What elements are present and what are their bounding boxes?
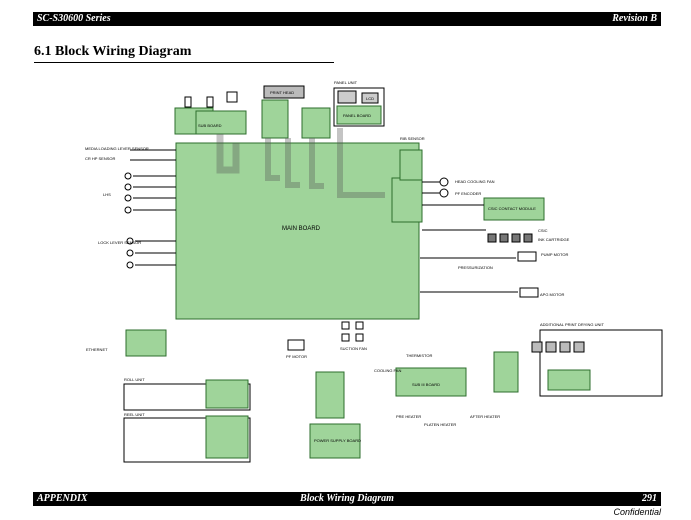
header-bar: SC-S30600 Series Revision B <box>33 12 661 26</box>
header-revision: Revision B <box>612 13 657 24</box>
platen-heater-label: PLATEN HEATER <box>424 422 456 427</box>
dryer-unit-label: ADDITIONAL PRINT DRYING UNIT <box>540 322 604 327</box>
print-head-label: PRINT HEAD <box>270 90 294 95</box>
pre-heater-label: PRE HEATER <box>396 414 421 419</box>
pump-motor-label: PUMP MOTOR <box>541 252 569 257</box>
footer-left: APPENDIX <box>37 493 88 504</box>
thermistor-label: THERMISTOR <box>406 353 432 358</box>
svg-text:CSIC CONTACT MODULE: CSIC CONTACT MODULE <box>488 206 536 211</box>
ink-cartridge-label: INK CARTRIDGE <box>538 237 570 242</box>
footer-bar: APPENDIX Block Wiring Diagram 291 <box>33 492 661 506</box>
title-rule <box>34 62 334 63</box>
pressurization-label: PRESSURIZATION <box>458 265 493 270</box>
main-board <box>175 142 420 320</box>
svg-text:SUB III BOARD: SUB III BOARD <box>412 382 440 387</box>
header-series: SC-S30600 Series <box>37 13 111 24</box>
panel-unit-label: PANEL UNIT <box>334 80 358 85</box>
rib-sensor-label: RIB SENSOR <box>400 136 425 141</box>
page-number: 291 <box>642 493 657 504</box>
suction-fan-label: SUCTION FAN <box>340 346 367 351</box>
main-board-label: MAIN BOARD <box>282 226 321 232</box>
svg-text:PANEL BOARD: PANEL BOARD <box>343 113 371 118</box>
ethernet-label: ETHERNET <box>86 347 108 352</box>
media-loading-label: MEDIA LOADING LEVER SENSOR <box>85 146 149 151</box>
after-heater-label: AFTER HEATER <box>470 414 500 419</box>
svg-text:POWER SUPPLY BOARD: POWER SUPPLY BOARD <box>314 438 361 443</box>
lock-lever-label: LOCK LEVER SENSOR <box>98 240 141 245</box>
confidential-label: Confidential <box>613 507 661 517</box>
reel-unit-label: REEL UNIT <box>124 412 145 417</box>
apg-motor-label: APG MOTOR <box>540 292 564 297</box>
panel-board <box>336 105 382 125</box>
csic-contact-module <box>483 197 545 221</box>
print-head <box>263 85 305 99</box>
power-supply-board <box>309 423 361 459</box>
svg-text:CSIC: CSIC <box>538 228 548 233</box>
footer-center: Block Wiring Diagram <box>300 493 394 504</box>
sub-board-label: SUB BOARD <box>198 123 222 128</box>
pf-motor-label: PF MOTOR <box>286 354 307 359</box>
roll-unit-label: ROLL UNIT <box>124 377 145 382</box>
svg-text:LCD: LCD <box>366 96 374 101</box>
cr-hp-label: CR HP SENSOR <box>85 156 115 161</box>
section-title: 6.1 Block Wiring Diagram <box>34 44 192 59</box>
lhs-label: LHS <box>103 192 111 197</box>
cooling-fan-label: COOLING FAN <box>374 368 401 373</box>
pf-encoder-label: PF ENCODER <box>455 191 481 196</box>
head-cooling-fan-label: HEAD COOLING FAN <box>455 179 495 184</box>
lcd <box>361 92 379 104</box>
heater-sub-board <box>395 367 467 397</box>
